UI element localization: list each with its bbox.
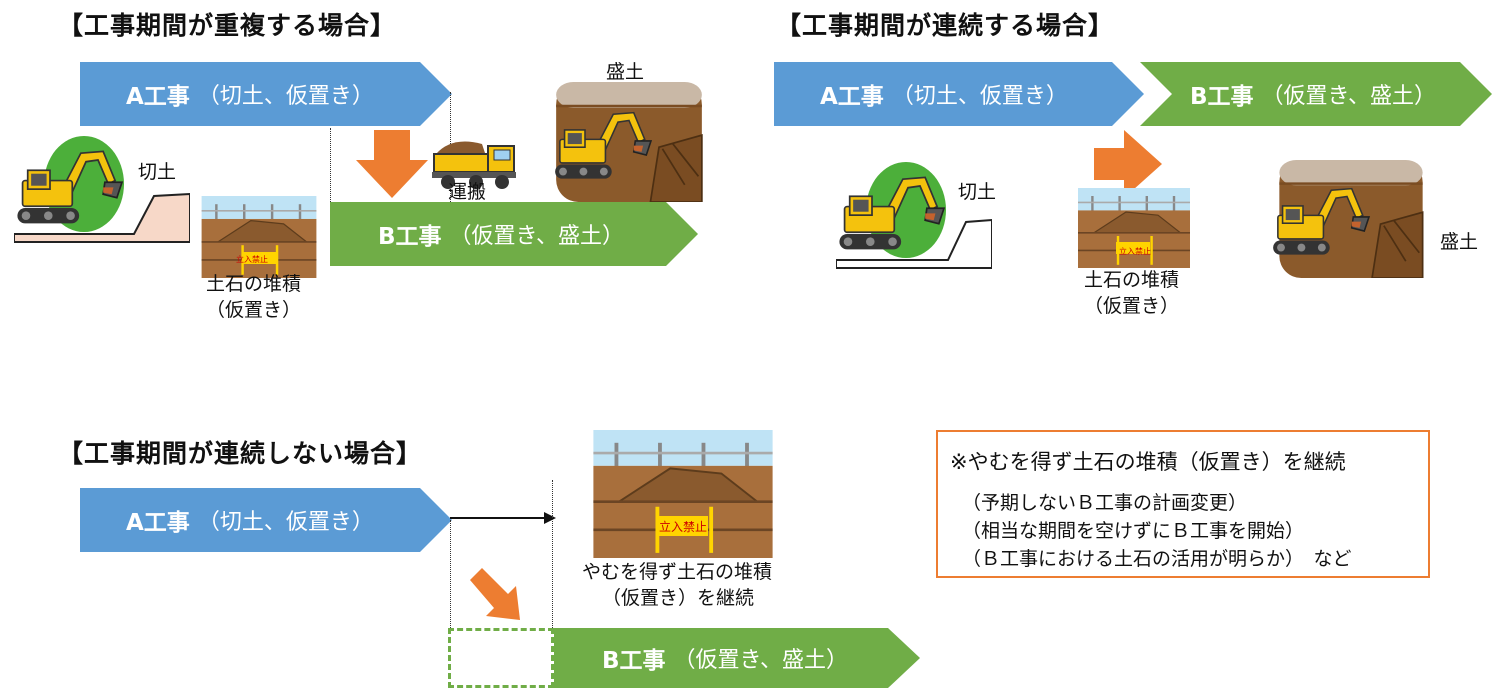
overlap-fill-label: 盛土 bbox=[606, 61, 645, 83]
overlap-b-work-rest: （仮置き、盛土） bbox=[449, 224, 624, 249]
discontinuous-gap-period-box bbox=[448, 628, 554, 688]
overlap-fill-scene-image bbox=[554, 82, 704, 202]
continuous-b-work-bar: B工事 （仮置き、盛土） bbox=[1140, 62, 1492, 126]
discontinuous-a-work-bar: A工事 （切土、仮置き） bbox=[80, 488, 452, 552]
continuous-section-title: 【工事期間が連続する場合】 bbox=[776, 11, 1115, 40]
continuous-a-work-lead: A工事 bbox=[820, 84, 884, 110]
overlap-a-work-lead: A工事 bbox=[126, 84, 190, 110]
continuous-right-arrow bbox=[1094, 130, 1162, 198]
discontinuous-b-work-lead: B工事 bbox=[602, 648, 666, 674]
discontinuous-guide-line-right bbox=[552, 480, 553, 630]
note-line-1: （予期しないＢ工事の計画変更） bbox=[962, 492, 1248, 514]
overlap-transport-label: 運搬 bbox=[448, 181, 487, 203]
continuous-a-work-bar: A工事 （切土、仮置き） bbox=[774, 62, 1144, 126]
discontinuous-section-title: 【工事期間が連続しない場合】 bbox=[58, 439, 423, 468]
continuous-b-work-lead: B工事 bbox=[1190, 84, 1254, 110]
continuous-fill-scene-image bbox=[1272, 160, 1425, 278]
overlap-pile-label-2: （仮置き） bbox=[206, 299, 302, 321]
continuous-pile-sign: 立入禁止 bbox=[1119, 247, 1151, 256]
discontinuous-continuation-arrow bbox=[450, 512, 556, 524]
overlap-b-work-lead: B工事 bbox=[378, 224, 442, 250]
overlap-pile-label-1: 土石の堆積 bbox=[206, 273, 302, 295]
discontinuous-a-work-rest: （切土、仮置き） bbox=[197, 510, 374, 535]
continuous-cut-scene-image bbox=[836, 162, 992, 269]
overlap-pile-image bbox=[200, 196, 318, 278]
discontinuous-b-work-rest: （仮置き、盛土） bbox=[673, 648, 848, 673]
discontinuous-pile-label-1: やむを得ず土石の堆積 bbox=[582, 561, 773, 583]
discontinuous-pile-label-2: （仮置き）を継続 bbox=[602, 587, 755, 609]
note-line-3: （Ｂ工事における土石の活用が明らか） など bbox=[962, 548, 1352, 570]
discontinuous-pile-sign: 立入禁止 bbox=[658, 520, 707, 534]
continuous-pile-image bbox=[1076, 188, 1192, 268]
overlap-cut-scene-image bbox=[14, 136, 190, 243]
overlap-pile-sign: 立入禁止 bbox=[236, 255, 268, 264]
discontinuous-pile-image bbox=[570, 430, 796, 558]
overlap-cut-label: 切土 bbox=[138, 161, 177, 183]
continuous-pile-label-1: 土石の堆積 bbox=[1084, 269, 1180, 291]
discontinuous-diagonal-arrow bbox=[470, 568, 520, 620]
overlap-down-arrow bbox=[356, 130, 428, 198]
overlap-section-title: 【工事期間が重複する場合】 bbox=[58, 11, 397, 40]
discontinuous-a-work-lead: A工事 bbox=[126, 510, 190, 536]
continuous-fill-label: 盛土 bbox=[1440, 231, 1479, 253]
note-box bbox=[936, 430, 1430, 578]
continuous-cut-label: 切土 bbox=[958, 181, 997, 203]
discontinuous-guide-line-left bbox=[450, 520, 451, 634]
overlap-b-work-bar: B工事 （仮置き、盛土） bbox=[330, 202, 698, 266]
note-line-2: （相当な期間を空けずにＢ工事を開始） bbox=[962, 520, 1305, 542]
discontinuous-b-work-bar: B工事 （仮置き、盛土） bbox=[554, 628, 920, 688]
continuous-a-work-rest: （切土、仮置き） bbox=[891, 84, 1068, 109]
overlap-a-work-bar: A工事 （切土、仮置き） bbox=[80, 62, 452, 126]
overlap-a-work-rest: （切土、仮置き） bbox=[197, 84, 374, 109]
continuous-b-work-rest: （仮置き、盛土） bbox=[1261, 84, 1436, 109]
continuous-pile-label-2: （仮置き） bbox=[1084, 295, 1180, 317]
note-title: ※やむを得ず土石の堆積（仮置き）を継続 bbox=[950, 450, 1346, 474]
overlap-guide-line-left bbox=[330, 128, 331, 236]
